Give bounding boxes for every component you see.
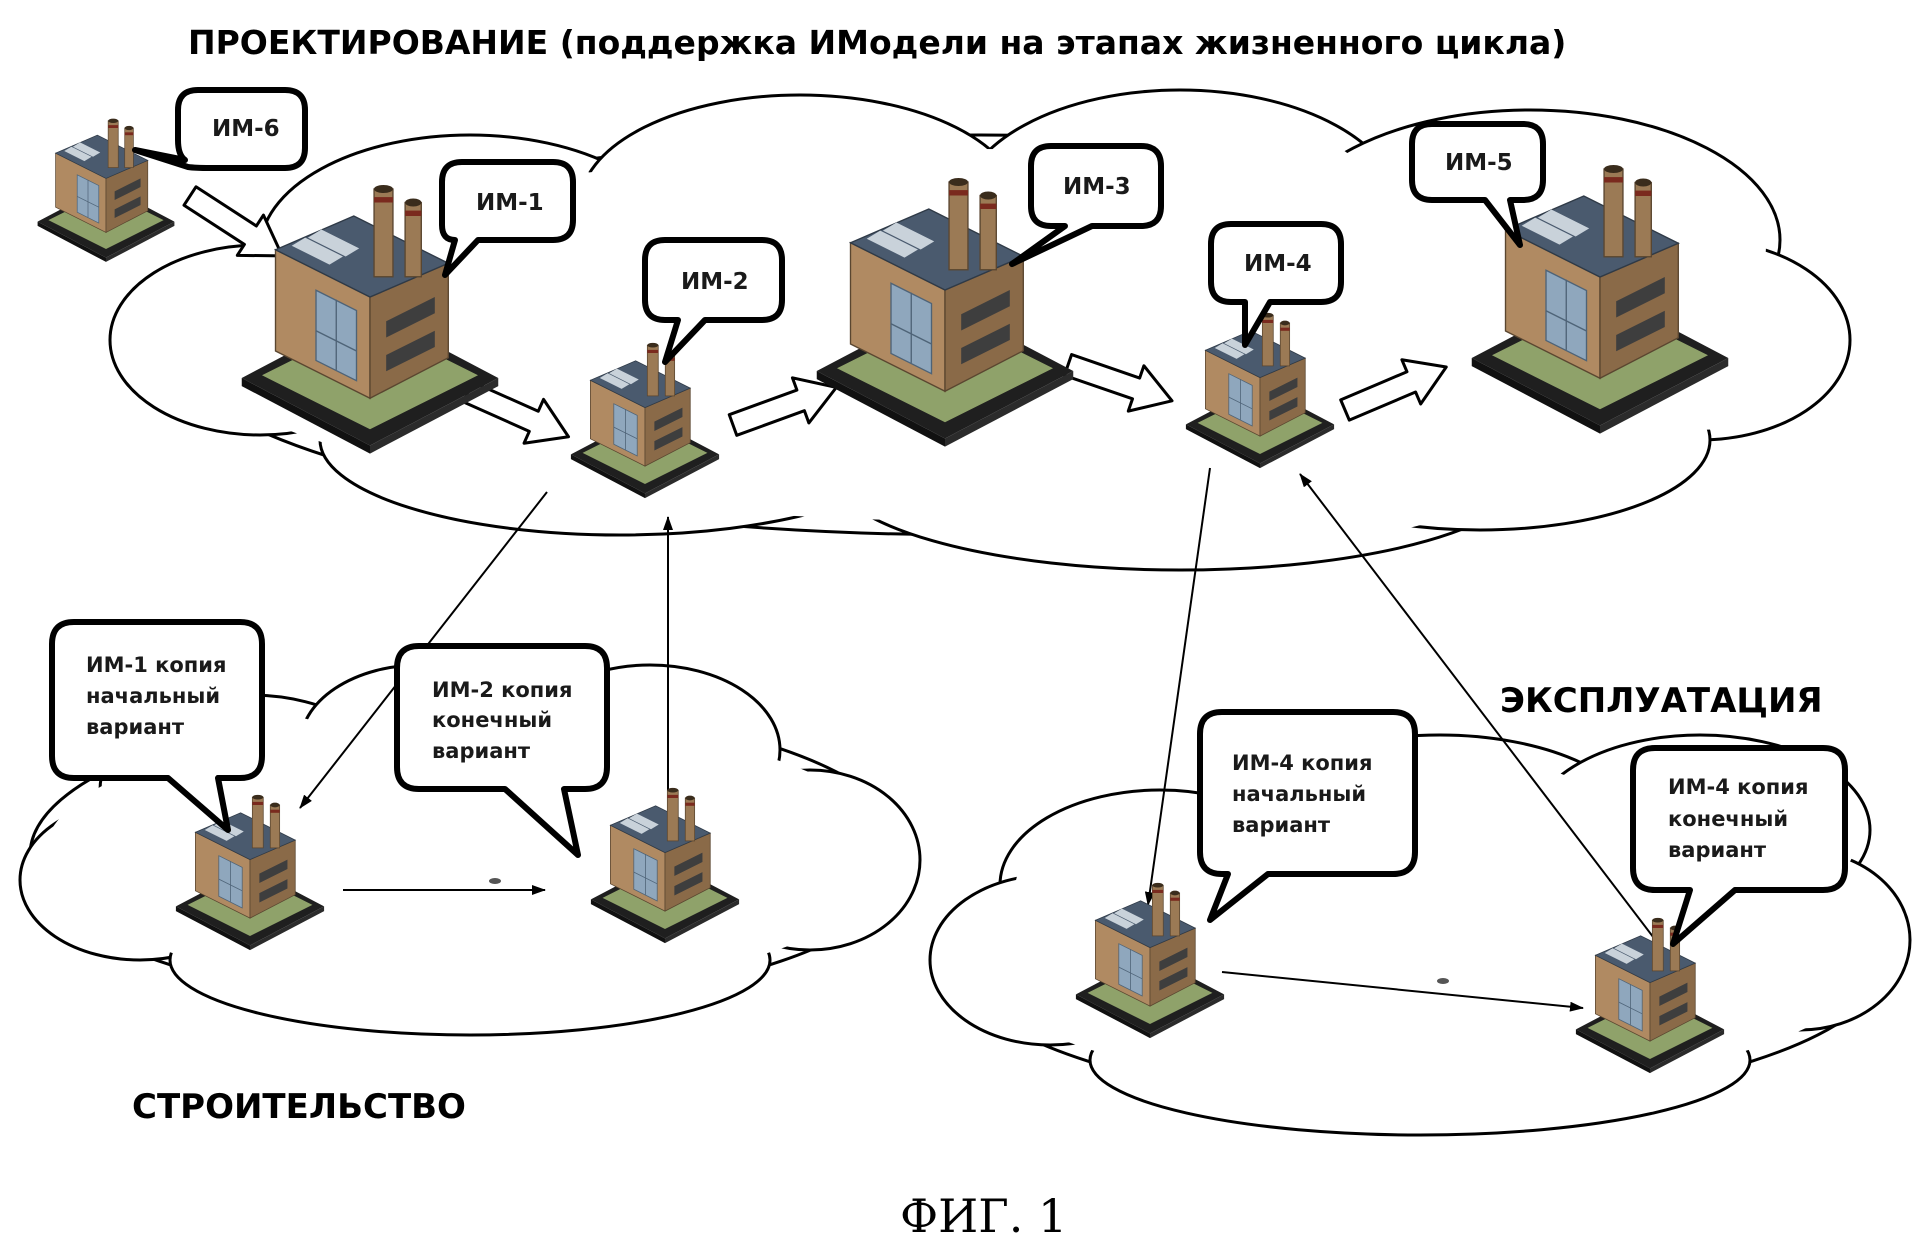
construction-heading: СТРОИТЕЛЬСТВО <box>132 1087 466 1127</box>
svg-text:конечный: конечный <box>432 708 552 732</box>
link-operation-initial-to-final <box>1221 971 1584 1012</box>
svg-text:конечный: конечный <box>1668 807 1788 831</box>
factory-im3 <box>816 177 1074 447</box>
bubble-im1-copy-initial: ИМ-1 копия начальный вариант <box>49 619 265 833</box>
svg-text:ИМ-4 копия: ИМ-4 копия <box>1668 775 1809 799</box>
svg-text:вариант: вариант <box>86 715 185 739</box>
bubble-im3: ИМ-3 <box>1009 143 1164 267</box>
flow-arrow-im4-im5 <box>1339 358 1448 422</box>
svg-text:ИМ-2: ИМ-2 <box>681 269 749 295</box>
figure-caption: ФИГ. 1 <box>900 1189 1067 1241</box>
factory-im1 <box>241 184 499 454</box>
bubble-im1: ИМ-1 <box>439 159 576 278</box>
svg-text:начальный: начальный <box>86 684 220 708</box>
svg-text:вариант: вариант <box>1668 838 1767 862</box>
factory-im4-copy-initial <box>1075 882 1225 1039</box>
bubble-im5: ИМ-5 <box>1409 121 1546 248</box>
factory-im2 <box>570 342 720 499</box>
svg-text:ИМ-4 копия: ИМ-4 копия <box>1232 751 1373 775</box>
bubble-im6: ИМ-6 <box>132 87 308 171</box>
factory-im2-copy-final <box>590 787 740 944</box>
bubble-im4-copy-final: ИМ-4 копия конечный вариант <box>1630 745 1848 947</box>
svg-text:начальный: начальный <box>1232 782 1366 806</box>
svg-text:ИМ-1: ИМ-1 <box>476 190 544 216</box>
svg-text:ИМ-2 копия: ИМ-2 копия <box>432 678 573 702</box>
svg-text:ИМ-3: ИМ-3 <box>1063 174 1131 200</box>
operation-heading: ЭКСПЛУАТАЦИЯ <box>1500 681 1823 721</box>
flow-arrow-im3-im4 <box>1062 353 1174 413</box>
svg-text:вариант: вариант <box>1232 813 1331 837</box>
design-heading: ПРОЕКТИРОВАНИЕ (поддержка ИМодели на эта… <box>188 23 1566 62</box>
link-im4-to-operation <box>1144 467 1211 906</box>
svg-text:ИМ-5: ИМ-5 <box>1445 150 1513 176</box>
svg-text:ИМ-6: ИМ-6 <box>212 116 280 142</box>
bubble-im2: ИМ-2 <box>642 237 785 365</box>
bubble-im4-copy-initial: ИМ-4 копия начальный вариант <box>1197 709 1418 923</box>
svg-text:ИМ-4: ИМ-4 <box>1244 251 1312 277</box>
bubble-im2-copy-final: ИМ-2 копия конечный вариант <box>394 643 610 858</box>
flow-arrow-im1-im2 <box>462 380 570 445</box>
factory-im6 <box>37 118 175 262</box>
link-operation-to-im4 <box>1299 473 1661 947</box>
svg-text:вариант: вариант <box>432 739 531 763</box>
flow-arrow-im2-im3 <box>727 376 838 437</box>
factory-im4-copy-final <box>1575 917 1725 1074</box>
bubble-im4: ИМ-4 <box>1208 221 1344 348</box>
svg-text:ИМ-1 копия: ИМ-1 копия <box>86 653 227 677</box>
factory-im5 <box>1471 164 1729 434</box>
factory-im4 <box>1185 312 1335 469</box>
flow-arrow-im6-im1 <box>182 185 284 258</box>
